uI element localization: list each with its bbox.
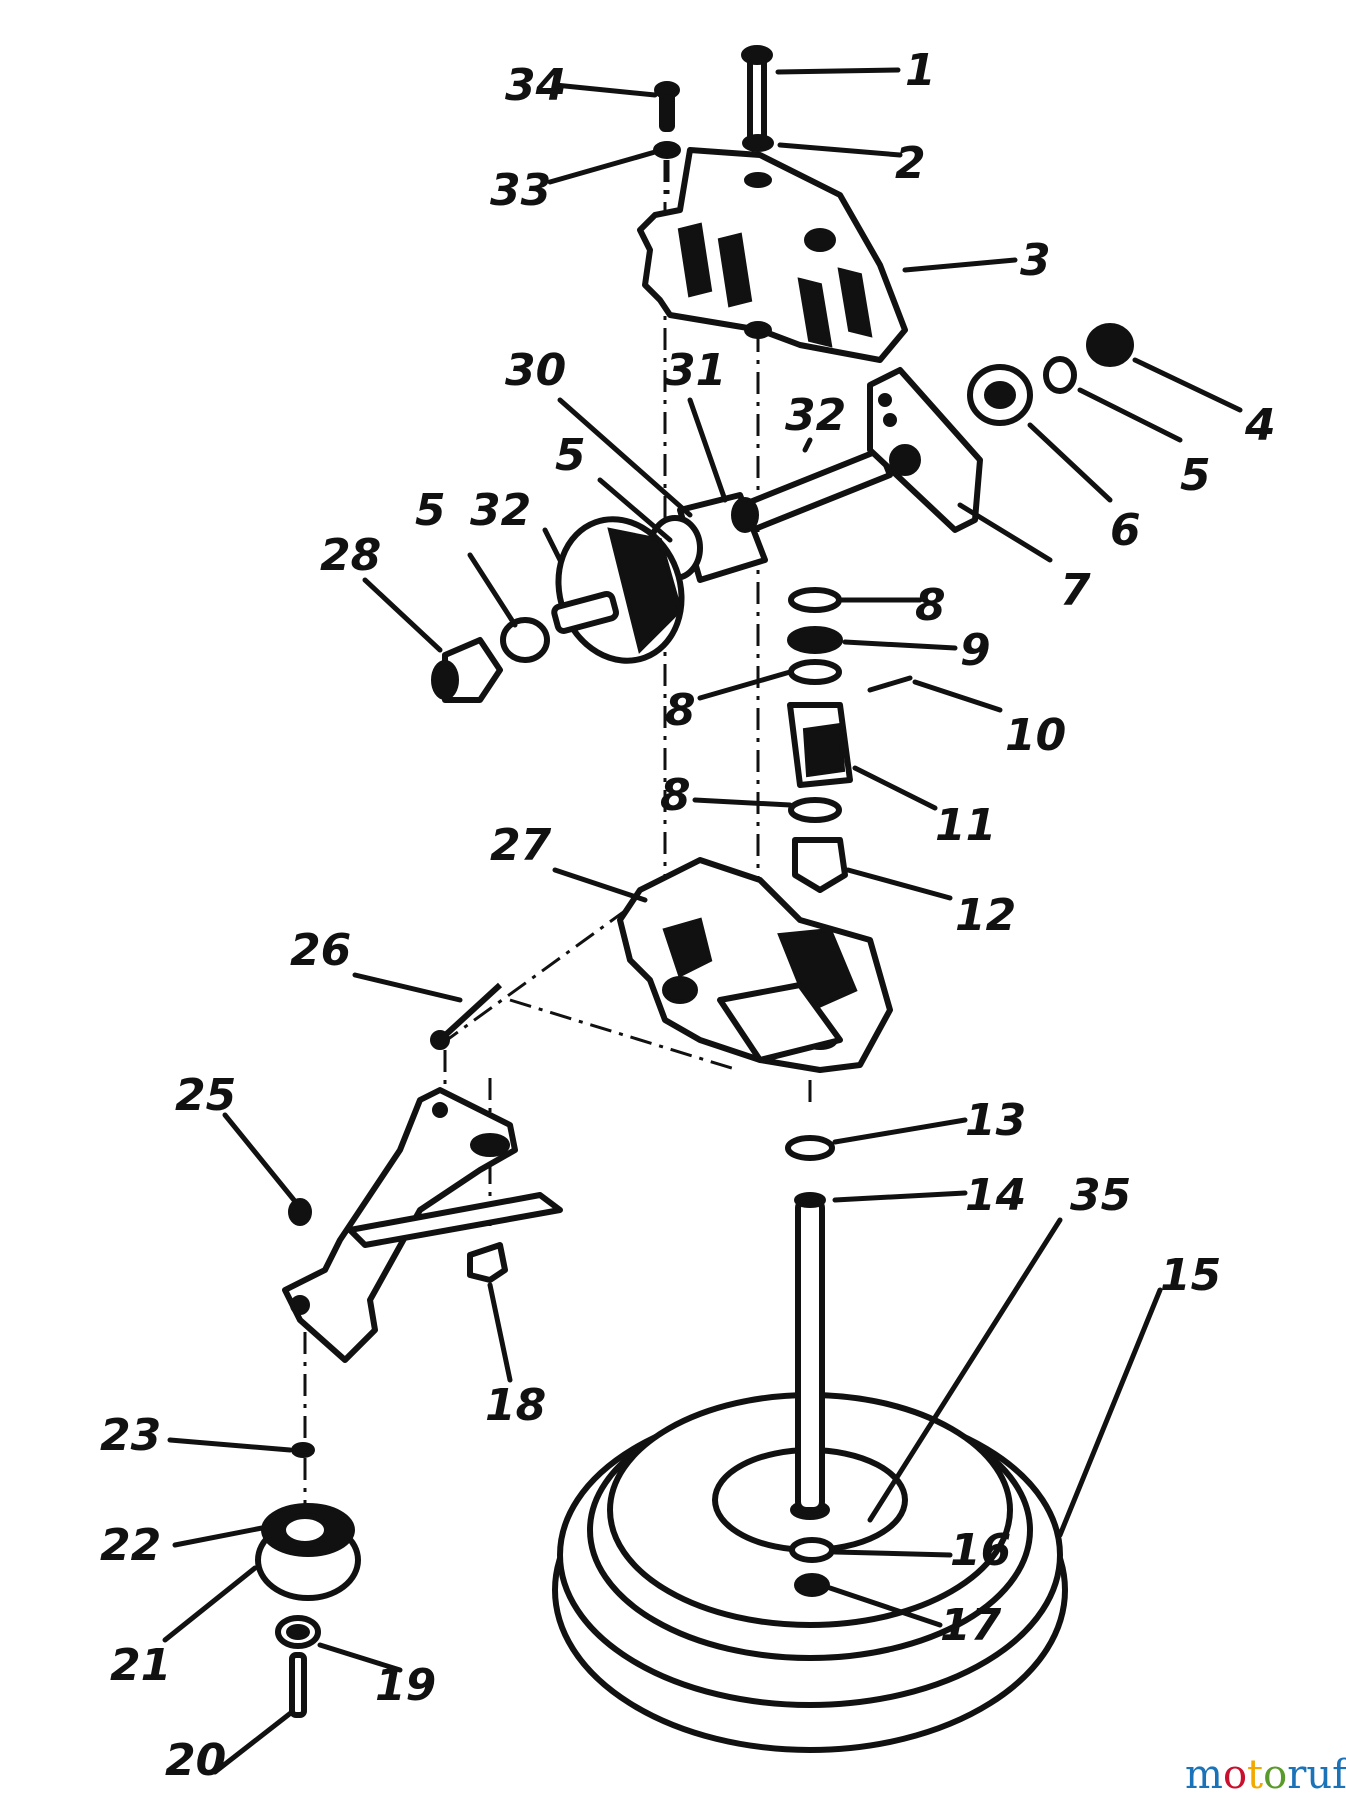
bearing-28 (431, 617, 550, 703)
callout-13: 13 (965, 1095, 1026, 1146)
callout-19: 19 (375, 1660, 436, 1711)
spring (430, 982, 503, 1050)
callout-18: 18 (485, 1380, 546, 1431)
callout-2: 2 (895, 138, 926, 189)
callout-33: 33 (490, 165, 551, 216)
callout-30: 30 (505, 345, 566, 396)
callout-32a: 32 (470, 485, 531, 536)
worm-gear (551, 516, 685, 664)
idler-arm (282, 1087, 563, 1363)
gearbox-housing-lower (617, 857, 893, 1073)
callout-4: 4 (1244, 400, 1276, 451)
callout-32b: 32 (785, 390, 846, 441)
callout-21: 21 (110, 1640, 171, 1691)
callout-11: 11 (935, 800, 996, 851)
leader-lines (162, 67, 1243, 1775)
callout-5c: 5 (415, 485, 446, 536)
gearbox-housing-upper (637, 147, 908, 363)
callout-10: 10 (1005, 710, 1066, 761)
callout-22: 22 (100, 1520, 161, 1571)
callout-15: 15 (1160, 1250, 1221, 1301)
callout-17: 17 (940, 1600, 1002, 1651)
callout-12: 12 (955, 890, 1016, 941)
callout-7: 7 (1060, 565, 1091, 616)
callout-34: 34 (505, 60, 566, 111)
callout-6: 6 (1110, 505, 1141, 556)
callout-1: 1 (905, 45, 936, 96)
side-bearings (967, 323, 1134, 426)
vertical-stack (787, 587, 913, 893)
callout-25: 25 (175, 1070, 236, 1121)
callout-26: 26 (290, 925, 351, 976)
center-lines (303, 120, 812, 1590)
callout-14: 14 (965, 1170, 1026, 1221)
main-pulley (552, 1135, 1068, 1753)
callout-31: 31 (665, 345, 726, 396)
callout-23: 23 (100, 1410, 161, 1461)
callout-27: 27 (490, 820, 552, 871)
callout-8c: 8 (660, 770, 691, 821)
callout-28: 28 (320, 530, 381, 581)
watermark-text: motoruf.de (1185, 1752, 1346, 1798)
idler-pulley (255, 1442, 361, 1718)
callout-20: 20 (165, 1735, 226, 1786)
callout-3: 3 (1020, 235, 1051, 286)
side-plate (867, 367, 983, 533)
worm-shaft-assembly (647, 447, 893, 583)
bolt-and-washers-top (653, 45, 774, 159)
callout-16: 16 (950, 1525, 1011, 1576)
callout-8a: 8 (915, 580, 946, 631)
callout-8b: 8 (665, 685, 696, 736)
callout-5a: 5 (1180, 450, 1211, 501)
callout-9: 9 (960, 625, 991, 676)
callout-35: 35 (1070, 1170, 1131, 1221)
callout-5b: 5 (555, 430, 586, 481)
callout-labels: 1 2 3 4 5 5 6 7 8 9 8 10 11 8 12 13 14 3… (100, 45, 1276, 1786)
watermark-logo: motoruf.de (1185, 1752, 1346, 1798)
